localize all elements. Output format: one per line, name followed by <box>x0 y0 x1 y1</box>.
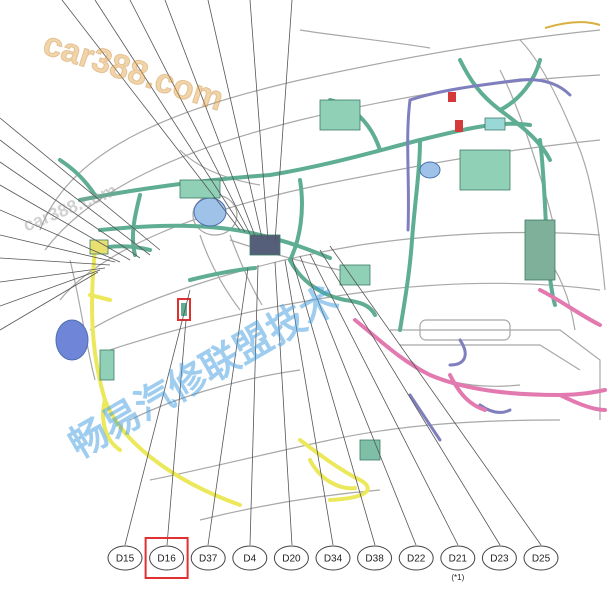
callout-d20: D20 <box>273 545 309 571</box>
callout-label: D21 <box>449 554 468 565</box>
callout-highlight-box <box>144 537 189 579</box>
callout-badge <box>398 545 434 571</box>
callout-badge <box>232 545 268 571</box>
connector-blocks <box>89 99 556 461</box>
pink-harness <box>353 288 607 412</box>
callout-badge <box>357 545 393 571</box>
purple-harness <box>406 78 572 442</box>
callout-label: D37 <box>199 554 218 565</box>
callout-label: D38 <box>365 554 384 565</box>
d16-location-highlight <box>177 298 191 321</box>
d16-connector <box>181 303 187 316</box>
bottom-leader-lines <box>124 245 542 546</box>
callout-label: D16 <box>157 554 176 565</box>
callout-d23: D23 <box>481 545 517 571</box>
callout-label: D20 <box>282 554 301 565</box>
callout-d22: D22 <box>398 545 434 571</box>
blue-components <box>55 161 441 361</box>
callout-badge <box>315 545 351 571</box>
callout-d4: D4 <box>232 545 268 571</box>
left-leader-lines <box>0 117 161 331</box>
callout-d21: D21 (*1) <box>440 545 476 582</box>
callout-badge <box>190 545 226 571</box>
callout-d16: D16 <box>144 537 189 579</box>
callout-badge <box>273 545 309 571</box>
callout-badge <box>481 545 517 571</box>
watermark-brand: car388.com <box>39 24 229 118</box>
callout-d34: D34 <box>315 545 351 571</box>
callout-badge <box>107 545 143 571</box>
red-connectors <box>448 92 463 132</box>
callout-note: (*1) <box>451 573 464 582</box>
watermark-brand-small: car388.com <box>20 180 119 236</box>
callout-label: D4 <box>243 554 256 565</box>
callout-badge <box>523 545 559 571</box>
callout-label: D34 <box>324 554 343 565</box>
callout-label: D23 <box>490 554 509 565</box>
connector-callouts: D15 D16 D37 D4 D20 D34 D38 D22 D21 (*1) D23 D25 <box>107 537 559 582</box>
callout-d37: D37 <box>190 545 226 571</box>
dashboard-outline <box>39 29 606 521</box>
callout-badge <box>440 545 476 571</box>
callout-badge <box>149 545 185 571</box>
callout-label: D25 <box>532 554 551 565</box>
gold-harness <box>544 21 601 29</box>
top-leader-lines <box>61 0 293 243</box>
callout-d15: D15 <box>107 545 143 571</box>
callout-label: D22 <box>407 554 426 565</box>
callout-d38: D38 <box>357 545 393 571</box>
callout-d25: D25 <box>523 545 559 571</box>
callout-label: D15 <box>116 554 135 565</box>
